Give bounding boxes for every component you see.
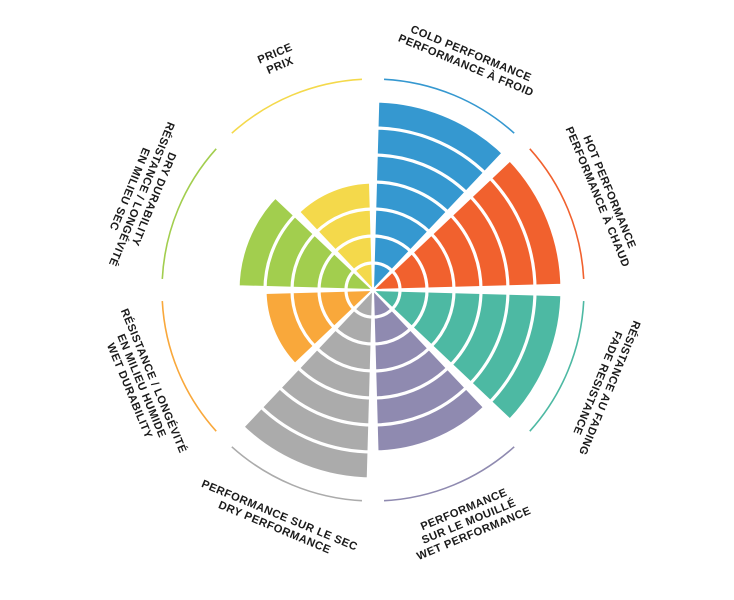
sector-cold-performance-guide-arc xyxy=(383,78,515,134)
level-ring-5 xyxy=(236,153,510,427)
level-ring-7 xyxy=(182,99,564,481)
sector-price-guide-arc xyxy=(231,78,363,134)
sector-dry-performance-label: PERFORMANCE SUR LE SECDRY PERFORMANCE xyxy=(195,478,360,565)
level-ring-4 xyxy=(263,180,483,400)
sector-wet-performance-label: PERFORMANCESUR LE MOUILLÉWET PERFORMANCE xyxy=(405,481,533,563)
level-ring-2 xyxy=(317,234,429,346)
sector-fade-resistance-label: RÉSISTANCE AU FADINGFADE RESISTANCE xyxy=(564,314,643,457)
sector-dry-durability-label: DRY DURABILITYRÉSISTANCE / LONGÉVITÉEN M… xyxy=(94,115,189,273)
sector-wet-durability-guide-arc xyxy=(161,300,217,432)
sector-wet-performance-guide-arc xyxy=(383,446,515,502)
sector-dry-durability-guide-arc xyxy=(161,148,217,280)
sector-dry-performance-guide-arc xyxy=(231,446,363,502)
sector-hot-performance-label: HOT PERFORMANCEPERFORMANCE À CHAUD xyxy=(563,120,644,269)
sector-wet-durability-label: RÉSISTANCE / LONGÉVITÉEN MILIEU HUMIDEWE… xyxy=(94,307,189,465)
level-ring-1 xyxy=(344,261,402,319)
sector-hot-performance-guide-arc xyxy=(529,148,585,280)
level-ring-3 xyxy=(290,207,456,373)
sector-cold-performance-label: COLD PERFORMANCEPERFORMANCE À FROID xyxy=(396,21,540,100)
sector-fade-resistance-guide-arc xyxy=(529,300,585,432)
sector-price-label: PRICEPRIX xyxy=(256,41,299,78)
level-ring-6 xyxy=(209,126,537,454)
